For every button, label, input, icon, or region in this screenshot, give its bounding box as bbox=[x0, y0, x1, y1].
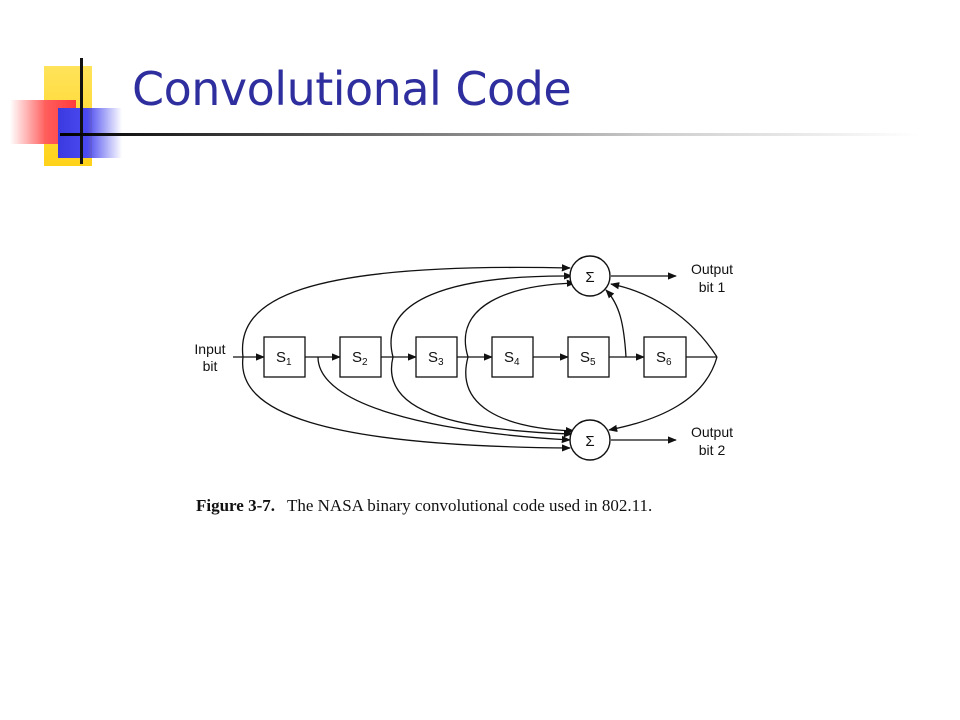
title-underline bbox=[60, 133, 920, 136]
shift-registers: S1 S2 S3 S4 S5 S6 bbox=[263, 336, 687, 378]
tap-s3-to-sum1 bbox=[464, 279, 576, 358]
output-2-label-line2: bit 2 bbox=[699, 442, 726, 458]
tap-s2-to-sum2 bbox=[390, 356, 573, 438]
tap-s1-to-sum2 bbox=[317, 356, 571, 444]
svg-text:S1: S1 bbox=[276, 349, 292, 368]
register-s2: S2 bbox=[339, 336, 382, 378]
slide-title: Convolutional Code bbox=[132, 62, 572, 116]
svg-text:S2: S2 bbox=[352, 349, 368, 368]
output-1-label-line1: Output bbox=[691, 261, 733, 277]
tap-s3-to-sum2 bbox=[465, 356, 575, 435]
tap-s6-to-sum1 bbox=[610, 282, 718, 358]
sum-1-symbol: Σ bbox=[585, 269, 594, 286]
sum-node-output-2: Σ bbox=[569, 419, 611, 461]
register-s5: S5 bbox=[567, 336, 610, 378]
input-label-line2: bit bbox=[203, 358, 218, 374]
register-s3: S3 bbox=[415, 336, 458, 378]
register-s6: S6 bbox=[643, 336, 687, 378]
tap-s6-to-sum2 bbox=[608, 356, 718, 432]
output-2-label-line1: Output bbox=[691, 424, 733, 440]
svg-text:S3: S3 bbox=[428, 349, 444, 368]
tap-input-to-sum1 bbox=[241, 264, 571, 358]
register-s1: S1 bbox=[263, 336, 306, 378]
svg-text:S4: S4 bbox=[504, 349, 520, 368]
deco-vertical-line bbox=[80, 58, 83, 164]
svg-text:S6: S6 bbox=[656, 349, 672, 368]
register-s4: S4 bbox=[491, 336, 534, 378]
sum-2-symbol: Σ bbox=[585, 433, 594, 450]
figure-caption-label: Figure 3-7. bbox=[196, 496, 275, 515]
tap-input-to-sum2 bbox=[241, 356, 571, 452]
tap-s5-to-sum1 bbox=[605, 289, 627, 358]
output-1-label-line2: bit 1 bbox=[699, 279, 726, 295]
svg-text:S5: S5 bbox=[580, 349, 596, 368]
input-label-line1: Input bbox=[194, 341, 225, 357]
figure-caption-text: The NASA binary convolutional code used … bbox=[287, 496, 652, 515]
sum-node-output-1: Σ bbox=[569, 255, 611, 297]
figure-caption: Figure 3-7. The NASA binary convolutiona… bbox=[196, 496, 652, 515]
tap-s2-to-sum1 bbox=[390, 272, 573, 358]
